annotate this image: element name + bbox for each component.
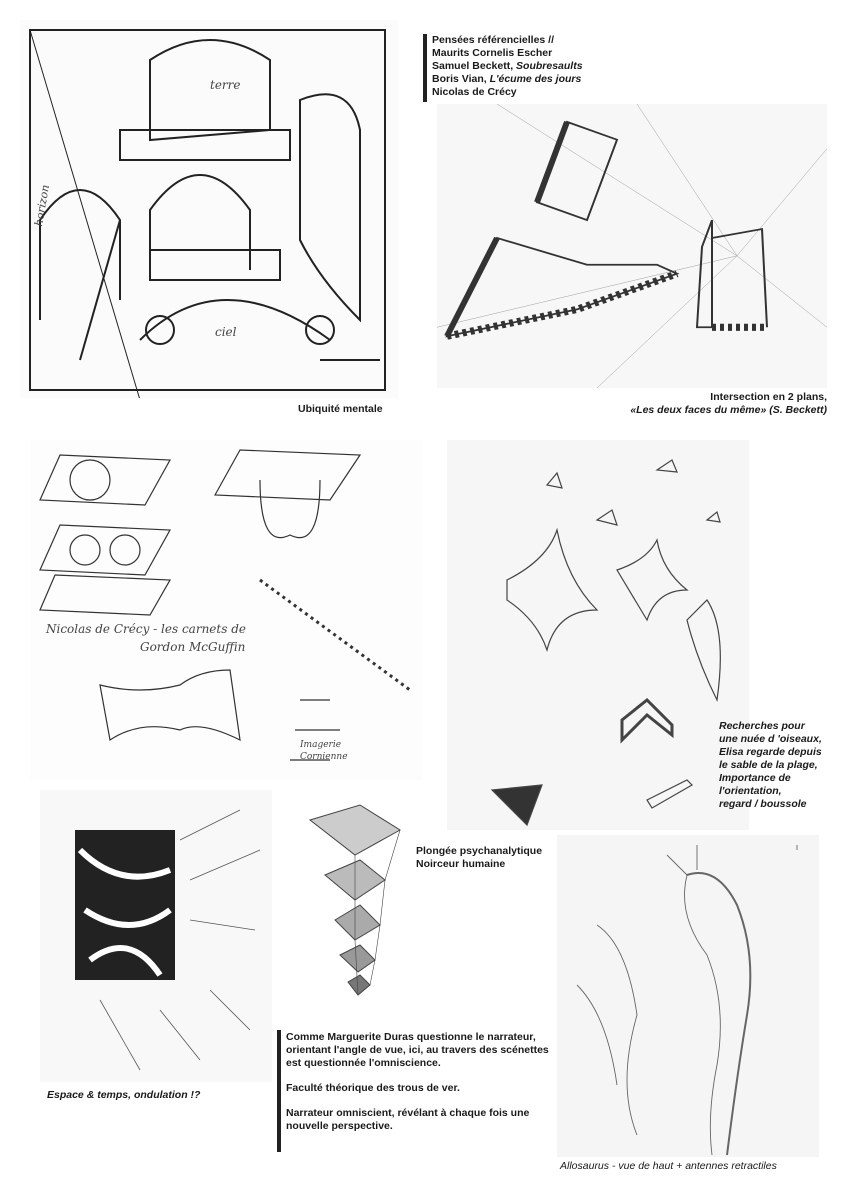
handwriting-small: Cornienne xyxy=(300,752,348,762)
caption-line: «Les deux faces du même» (S. Beckett) xyxy=(630,404,827,416)
reference-line: Pensées référencielles // xyxy=(432,34,554,46)
label-ciel: ciel xyxy=(215,325,237,339)
caption-line: le sable de la plage, xyxy=(719,759,818,771)
caption-line: Noirceur humaine xyxy=(416,858,506,870)
reference-line: Samuel Beckett, Soubresaults xyxy=(432,60,583,72)
caption-espace-temps: Espace & temps, ondulation !? xyxy=(47,1089,201,1101)
arches-sketch: terre horizon ciel xyxy=(20,20,398,398)
caption-ubiquite: Ubiquité mentale xyxy=(298,403,383,415)
allosaurus-sketch xyxy=(557,835,819,1157)
diamonds-sketch xyxy=(300,800,412,1000)
handwriting-title: Nicolas de Crécy - les carnets de xyxy=(46,622,246,636)
paragraph: Comme Marguerite Duras questionne le nar… xyxy=(286,1031,549,1069)
caption-plongee: Plongée psychanalytique Noirceur humaine xyxy=(416,845,542,871)
caption-birds: Recherches pour une nuée d 'oiseaux, Eli… xyxy=(719,720,822,811)
birds-sketch xyxy=(447,440,749,830)
caption-line: Importance de xyxy=(719,772,791,784)
quote-bar xyxy=(277,1030,281,1152)
wormhole-sketch: Nicolas de Crécy - les carnets de Gordon… xyxy=(30,440,422,780)
caption-line: Elisa regarde depuis xyxy=(719,746,822,758)
stairs-sketch xyxy=(437,104,827,388)
caption-line: Plongée psychanalytique xyxy=(416,845,543,857)
handwriting-subtitle: Gordon McGuffin xyxy=(140,640,246,654)
caption-line: Recherches pour xyxy=(719,720,805,732)
references-block: Pensées référencielles // Maurits Cornel… xyxy=(432,34,583,99)
hatching-sketch xyxy=(40,790,272,1082)
caption-line: Intersection en 2 plans, xyxy=(710,391,827,403)
caption-intersection: Intersection en 2 plans, «Les deux faces… xyxy=(630,391,827,417)
caption-line: une nuée d 'oiseaux, xyxy=(719,733,822,745)
caption-allosaurus: Allosaurus - vue de haut + antennes retr… xyxy=(560,1160,777,1172)
reference-line: Maurits Cornelis Escher xyxy=(432,47,553,59)
caption-line: regard / boussole xyxy=(719,798,807,810)
label-terre: terre xyxy=(210,78,241,92)
caption-line: l'orientation, xyxy=(719,785,782,797)
quote-bar xyxy=(423,34,427,102)
reference-line: Boris Vian, L'écume des jours xyxy=(432,73,582,85)
paragraph: Narrateur omniscient, révélant à chaque … xyxy=(286,1107,530,1132)
reference-line: Nicolas de Crécy xyxy=(432,86,517,98)
paragraph: Faculté théorique des trous de ver. xyxy=(286,1082,460,1094)
handwriting-small: Imagerie xyxy=(300,740,342,750)
narrator-block: Comme Marguerite Duras questionne le nar… xyxy=(286,1031,556,1145)
